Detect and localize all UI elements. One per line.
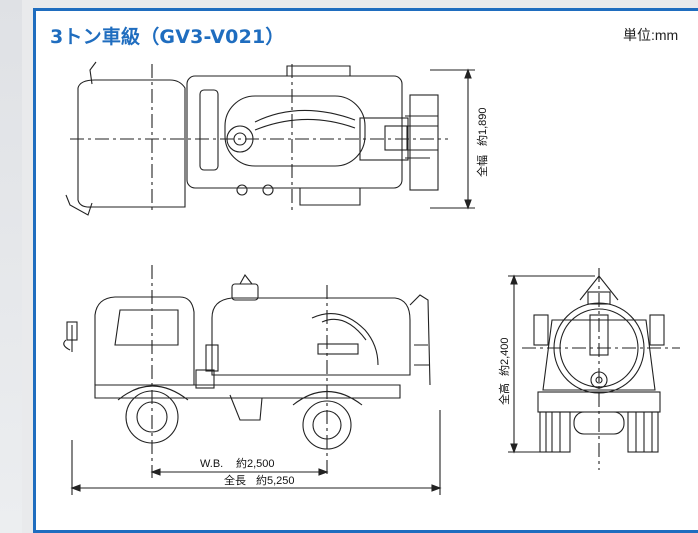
rear-view [508, 268, 680, 470]
height-value: 約2,400 [497, 337, 511, 376]
length-label: 全長 [224, 473, 246, 487]
wheelbase-value: 約2,500 [236, 456, 275, 470]
wheelbase-label: W.B. [200, 458, 223, 470]
width-value: 約1,890 [475, 107, 489, 146]
unit-label: 単位:mm [623, 27, 679, 43]
top-view [65, 61, 475, 216]
width-label: 全幅 [475, 155, 489, 177]
side-view [63, 265, 442, 495]
left-margin-strip [0, 0, 22, 533]
diagram-panel [33, 8, 698, 533]
height-label: 全高 [497, 383, 511, 405]
page-title: 3トン車級（GV3-V021） [50, 26, 285, 48]
length-value: 約5,250 [256, 473, 295, 487]
